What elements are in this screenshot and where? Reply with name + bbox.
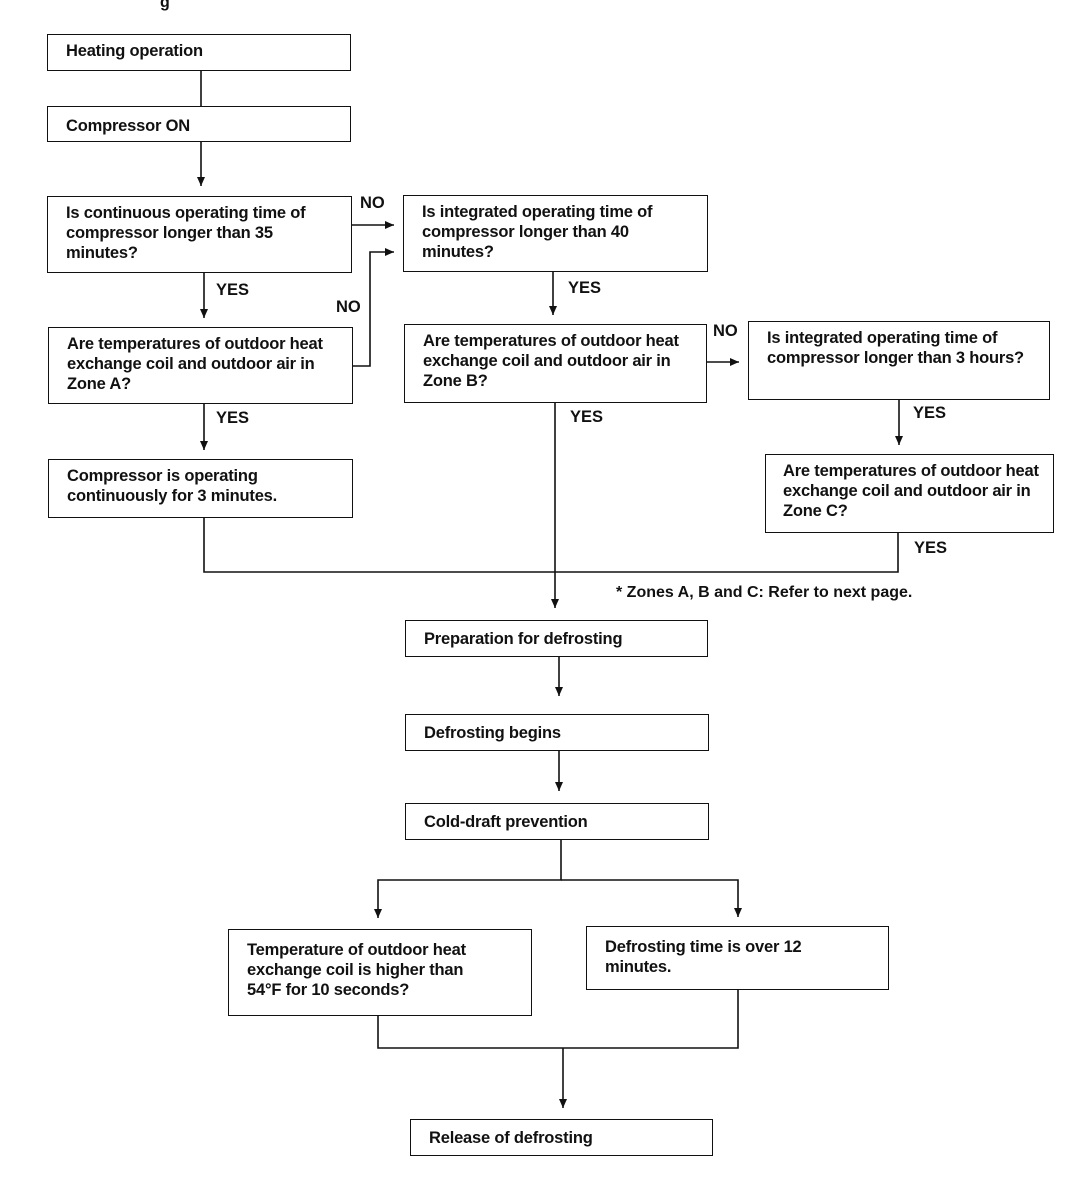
box-defrosting-begins: Defrosting begins [405,714,709,751]
box-continuous-35min-question: Is continuous operating time of compress… [47,196,352,273]
label-yes-zone-b: YES [570,408,604,426]
box-zone-b-question: Are temperatures of outdoor heat exchang… [404,324,707,403]
label-no-zone-a: NO [336,298,361,316]
box-integrated-3h-question: Is integrated operating time of compress… [748,321,1050,400]
label-yes-zone-c: YES [914,539,948,557]
box-preparation-for-defrosting: Preparation for defrosting [405,620,708,657]
box-zone-c-question: Are temperatures of outdoor heat exchang… [765,454,1054,533]
box-continuous-3min: Compressor is operating continuously for… [48,459,353,518]
box-cold-draft-prevention: Cold-draft prevention [405,803,709,840]
box-integrated-40min-question: Is integrated operating time of compress… [403,195,708,272]
label-yes-continuous: YES [216,281,250,299]
box-heating-operation: Heating operation [47,34,351,71]
box-defrosting-time-12min: Defrosting time is over 12 minutes. [586,926,889,990]
label-yes-zone-a: YES [216,409,250,427]
zones-footnote: * Zones A, B and C: Refer to next page. [616,584,913,601]
box-zone-a-question: Are temperatures of outdoor heat exchang… [48,327,353,404]
label-yes-integrated-40: YES [568,279,602,297]
label-no-zone-b: NO [713,322,738,340]
header-fragment: g [160,0,170,11]
label-yes-integrated-3h: YES [913,404,947,422]
box-compressor-on: Compressor ON [47,106,351,142]
box-release-of-defrosting: Release of defrosting [410,1119,713,1156]
label-no-continuous: NO [360,194,385,212]
box-temperature-54f-question: Temperature of outdoor heat exchange coi… [228,929,532,1016]
